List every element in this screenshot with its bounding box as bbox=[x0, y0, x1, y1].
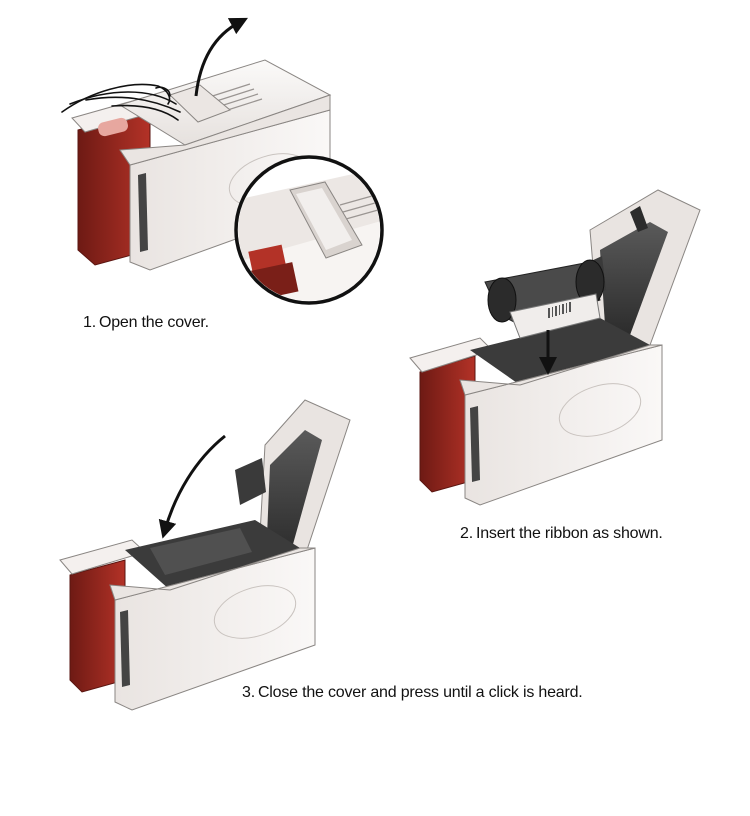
printer-step-3 bbox=[59, 399, 351, 711]
step-1-text: Open the cover. bbox=[98, 314, 209, 331]
step-1-number: 1. bbox=[83, 314, 96, 331]
close-direction-arrow-icon bbox=[158, 434, 226, 539]
hand-icon bbox=[61, 83, 181, 121]
printer-step-1 bbox=[71, 59, 332, 271]
step-1-caption: 1.Open the cover. bbox=[83, 314, 209, 332]
step-2-number: 2. bbox=[460, 525, 473, 542]
step-3-number: 3. bbox=[242, 684, 255, 701]
step-3-caption: 3.Close the cover and press until a clic… bbox=[242, 684, 583, 702]
step-2-text: Insert the ribbon as shown. bbox=[475, 525, 663, 542]
printer-step-2 bbox=[409, 189, 701, 506]
open-direction-arrow-icon bbox=[194, 17, 248, 97]
step-2-caption: 2.Insert the ribbon as shown. bbox=[460, 525, 663, 543]
latch-zoom-inset bbox=[234, 155, 384, 305]
step-3-text: Close the cover and press until a click … bbox=[257, 684, 583, 701]
